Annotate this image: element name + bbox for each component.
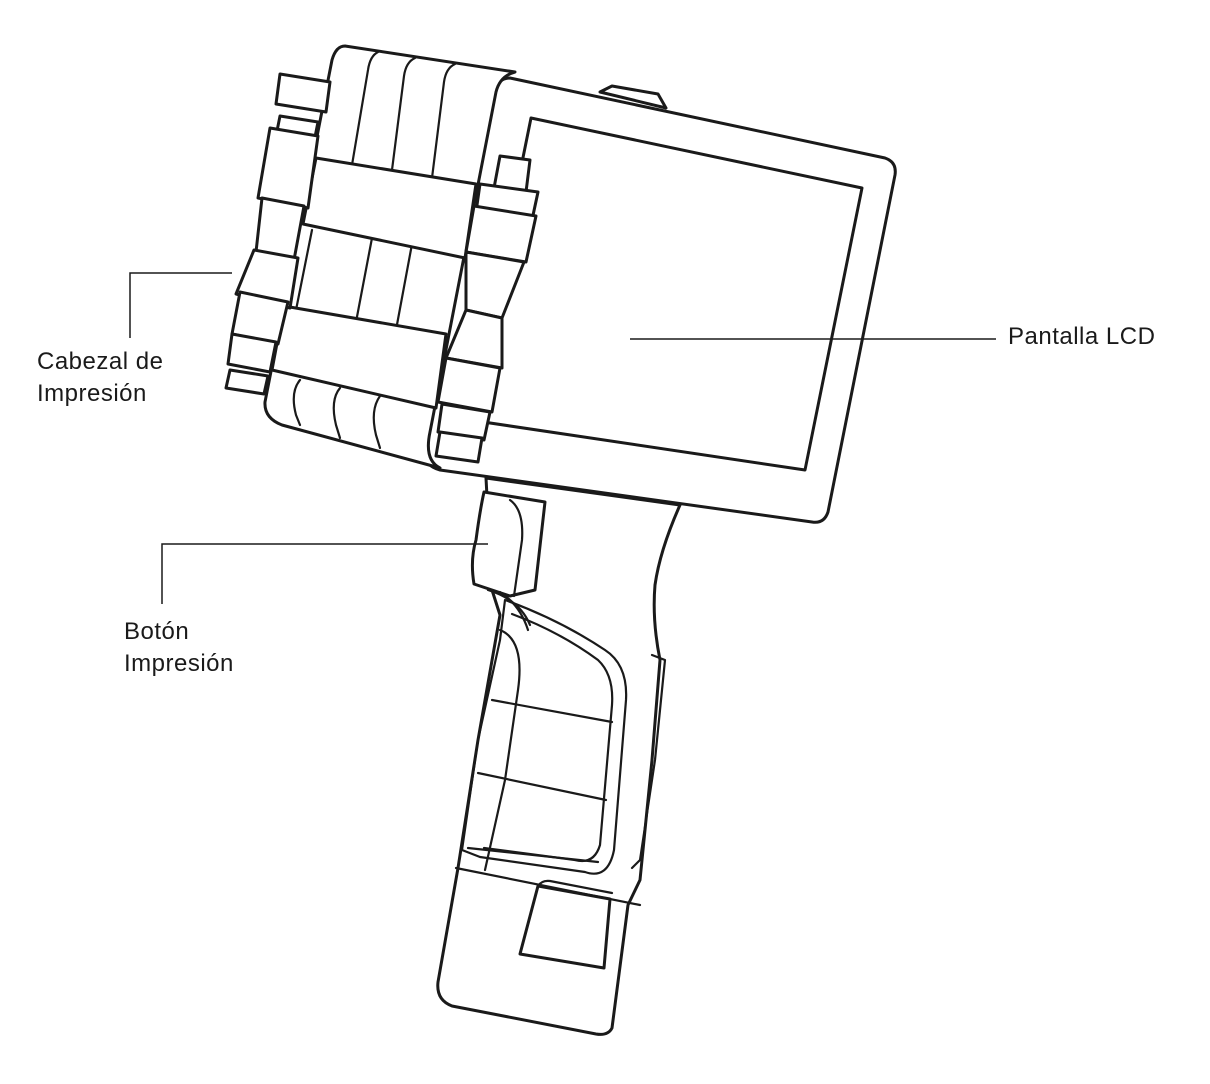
- leader-line-print-head: [129, 272, 232, 338]
- lcd-screen-label-text: Pantalla LCD: [1008, 323, 1156, 350]
- print-button-label-line2: Impresión: [124, 650, 234, 677]
- printer-body: [423, 76, 897, 524]
- print-head-label: Cabezal de Impresión: [37, 346, 163, 410]
- battery-compartment: [518, 879, 614, 970]
- print-trigger-button: [470, 490, 547, 632]
- print-head-label-line1: Cabezal de: [37, 348, 164, 375]
- lcd-screen-label: Pantalla LCD: [1008, 321, 1155, 353]
- print-button-label-line1: Botón: [124, 618, 190, 645]
- leader-line-print-button: [161, 543, 488, 604]
- print-head-assembly: [224, 44, 540, 470]
- print-button-label: Botón Impresión: [124, 616, 234, 680]
- print-head-label-line2: Impresión: [37, 380, 147, 407]
